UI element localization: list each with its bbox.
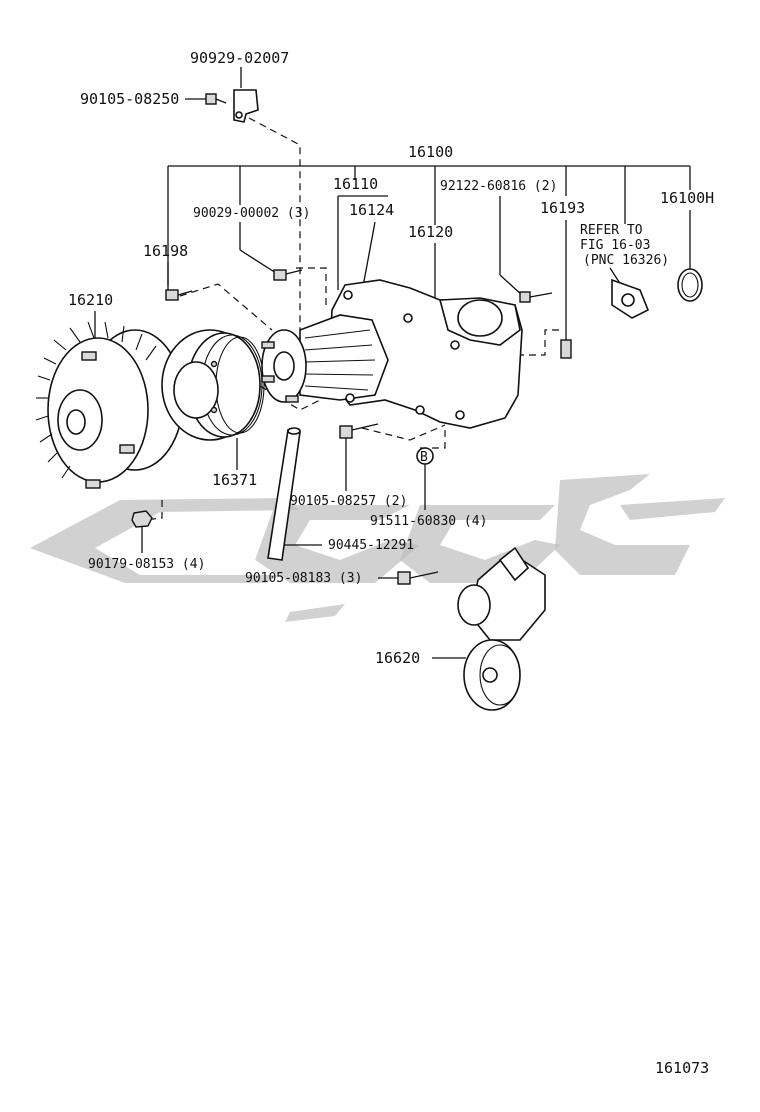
plug-16193-part <box>560 339 572 359</box>
callout-16120: 16120 <box>408 223 453 241</box>
callout-16371: 16371 <box>212 471 257 489</box>
pulley-part <box>161 329 265 441</box>
figure-number: 161073 <box>655 1059 709 1077</box>
water-pump-assembly-part <box>261 279 523 429</box>
callout-90029-00002: 90029-00002 (3) <box>193 206 310 221</box>
o-ring-part <box>677 268 703 302</box>
callout-90105-08183: 90105-08183 (3) <box>245 571 362 586</box>
leader-lines <box>94 67 691 659</box>
bolt-90029-00002-part <box>273 269 303 281</box>
callout-92122-60816: 92122-60816 (2) <box>440 179 557 194</box>
callout-16100H: 16100H <box>660 189 714 207</box>
reference-marker-b: B <box>416 447 434 465</box>
callout-refer-to-line1: REFER TO <box>580 223 643 238</box>
callout-16210: 16210 <box>68 291 113 309</box>
callout-90105-08250: 90105-08250 <box>80 90 179 108</box>
callout-refer-to-line3: (PNC 16326) <box>583 253 669 268</box>
callout-16100: 16100 <box>408 143 453 161</box>
callout-90179-08153: 90179-08153 (4) <box>88 557 205 572</box>
belt-tensioner-part <box>457 546 546 711</box>
fluid-coupling-part <box>35 321 184 489</box>
callout-91511-60830: 91511-60830 (4) <box>370 514 487 529</box>
callout-refer-to-line2: FIG 16-03 <box>580 238 650 253</box>
callout-16110: 16110 <box>333 175 378 193</box>
callout-16193: 16193 <box>540 199 585 217</box>
outlet-gasket-part <box>611 278 650 319</box>
stud-92122-60816-part <box>519 291 553 303</box>
callout-16198: 16198 <box>143 242 188 260</box>
callout-16124: 16124 <box>349 201 394 219</box>
callout-90929-02007: 90929-02007 <box>190 49 289 67</box>
bolt-90105-08250-part <box>205 93 227 105</box>
callout-90105-08257: 90105-08257 (2) <box>290 494 407 509</box>
nut-90179-08153-part <box>131 510 153 528</box>
wire-bracket-part <box>233 89 259 123</box>
bolt-90105-08257-part <box>339 423 379 439</box>
callout-90445-12291: 90445-12291 <box>328 538 414 553</box>
stud-bolt-16198-part <box>165 289 193 301</box>
callout-16620: 16620 <box>375 649 420 667</box>
bolt-90105-08183-part <box>397 571 439 585</box>
marker-b-label: B <box>420 450 428 465</box>
bypass-hose-part <box>267 427 301 561</box>
